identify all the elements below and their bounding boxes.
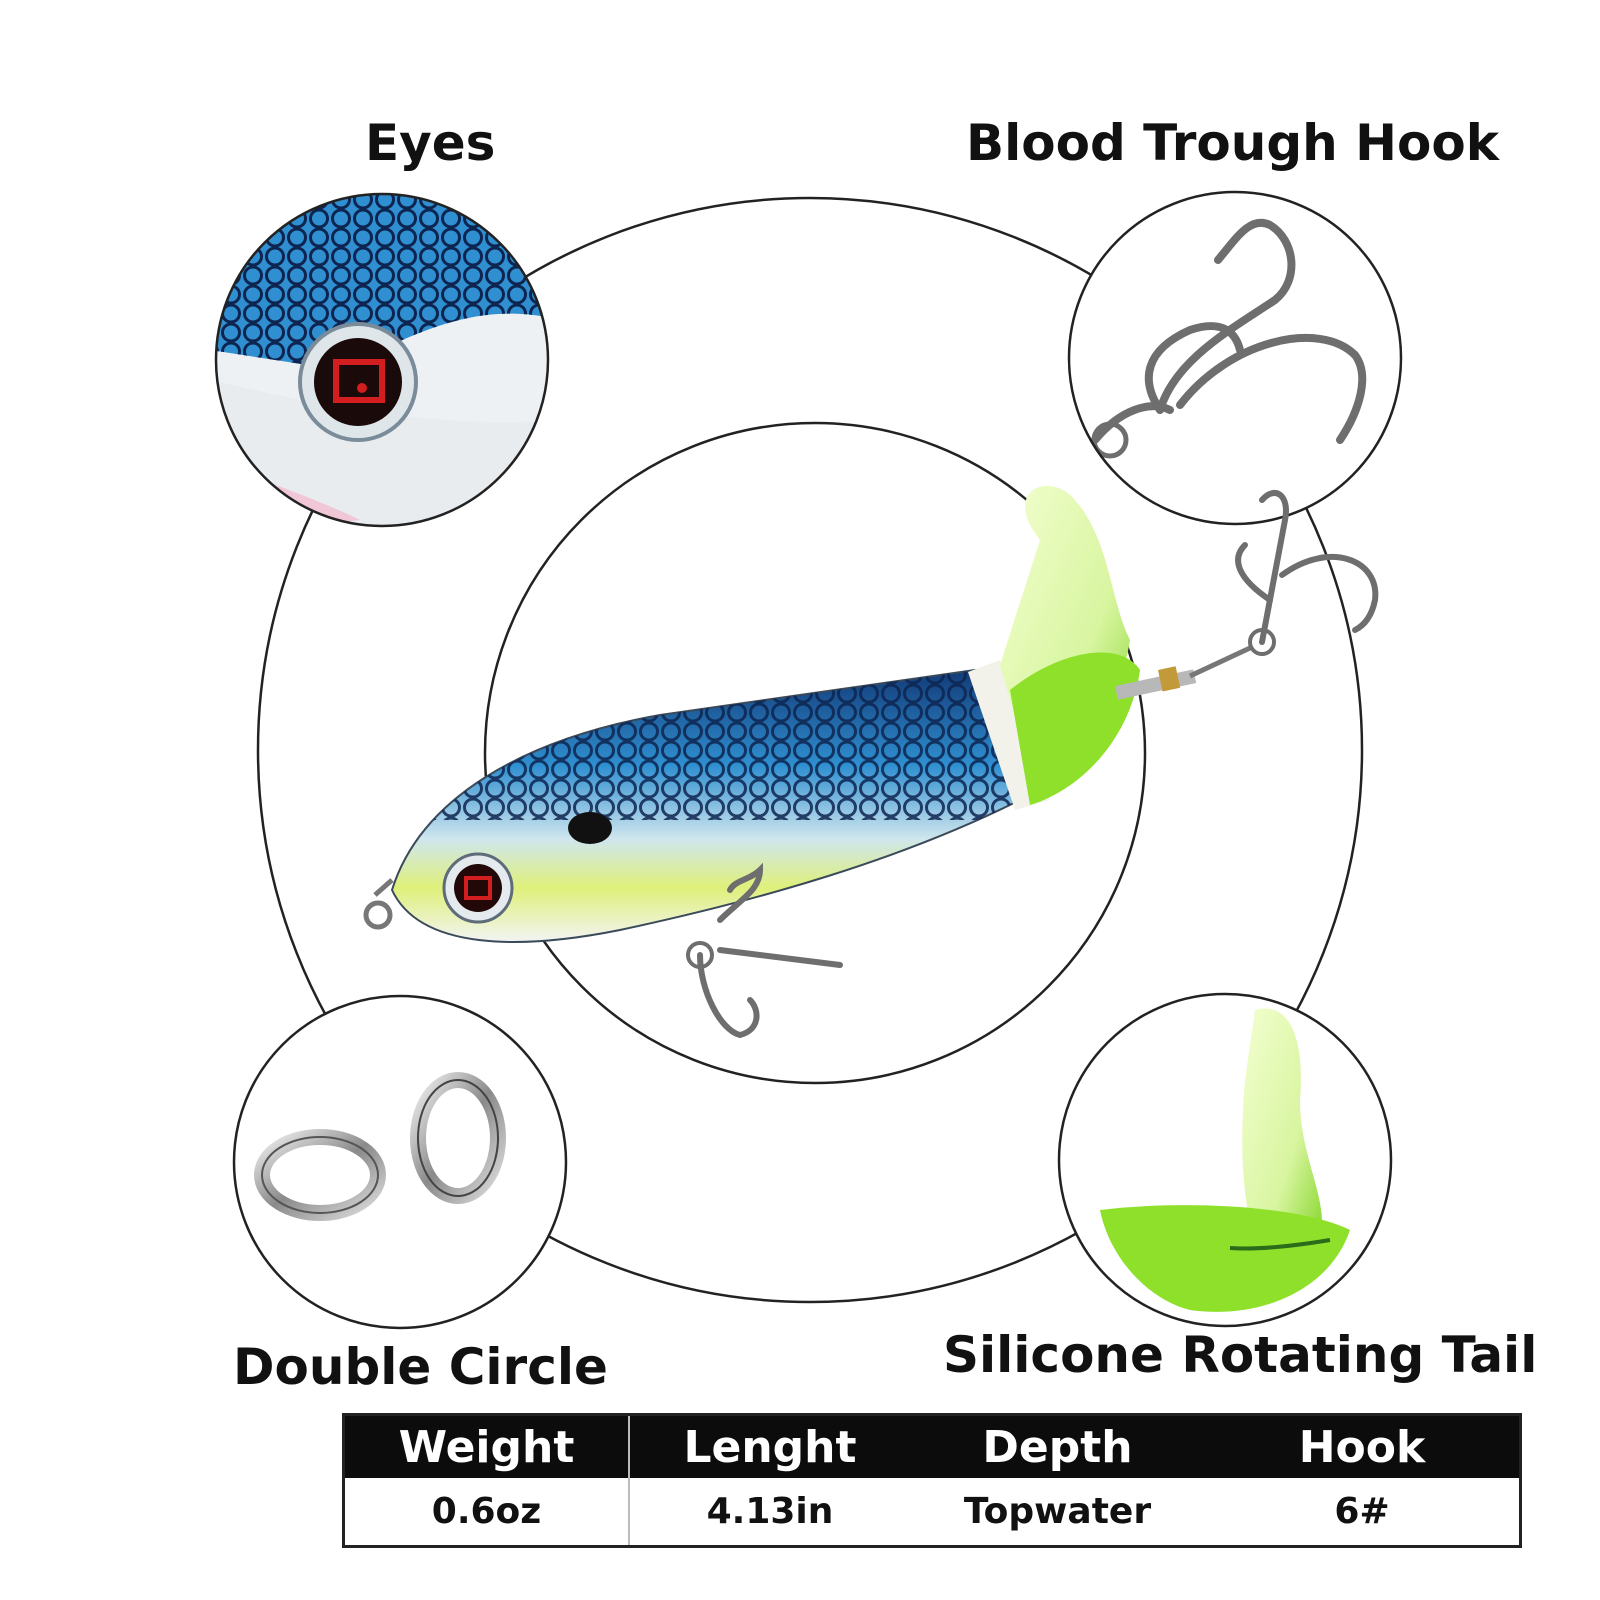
- tail-detail-circle: [1057, 992, 1393, 1328]
- spec-value-row: 0.6oz 4.13in Topwater 6#: [345, 1478, 1519, 1545]
- spec-header-hook: Hook: [1298, 1421, 1426, 1473]
- fishing-lure: [363, 485, 1379, 1039]
- double-circle-label: Double Circle: [233, 1338, 608, 1396]
- eyes-label: Eyes: [365, 114, 496, 172]
- eye-detail-circle: [214, 192, 550, 528]
- spec-header-row: Weight Lenght Depth Hook: [345, 1416, 1519, 1478]
- spec-header-weight: Weight: [345, 1416, 630, 1478]
- rings-detail-circle: [232, 994, 568, 1330]
- inner-ring-circle: [483, 421, 1147, 1085]
- spec-table: Weight Lenght Depth Hook 0.6oz 4.13in To…: [342, 1413, 1522, 1548]
- hook-detail-circle: [1067, 190, 1403, 526]
- spec-header-length: Lenght: [683, 1421, 857, 1473]
- spec-header-depth: Depth: [982, 1421, 1133, 1473]
- silicone-tail-label: Silicone Rotating Tail: [943, 1326, 1538, 1384]
- outer-ring-circle: [256, 196, 1364, 1304]
- spec-value-weight: 0.6oz: [345, 1478, 630, 1545]
- hook-label: Blood Trough Hook: [966, 114, 1499, 172]
- spec-value-depth: Topwater: [963, 1491, 1152, 1532]
- spec-value-hook: 6#: [1334, 1491, 1390, 1532]
- spec-value-length: 4.13in: [706, 1491, 834, 1532]
